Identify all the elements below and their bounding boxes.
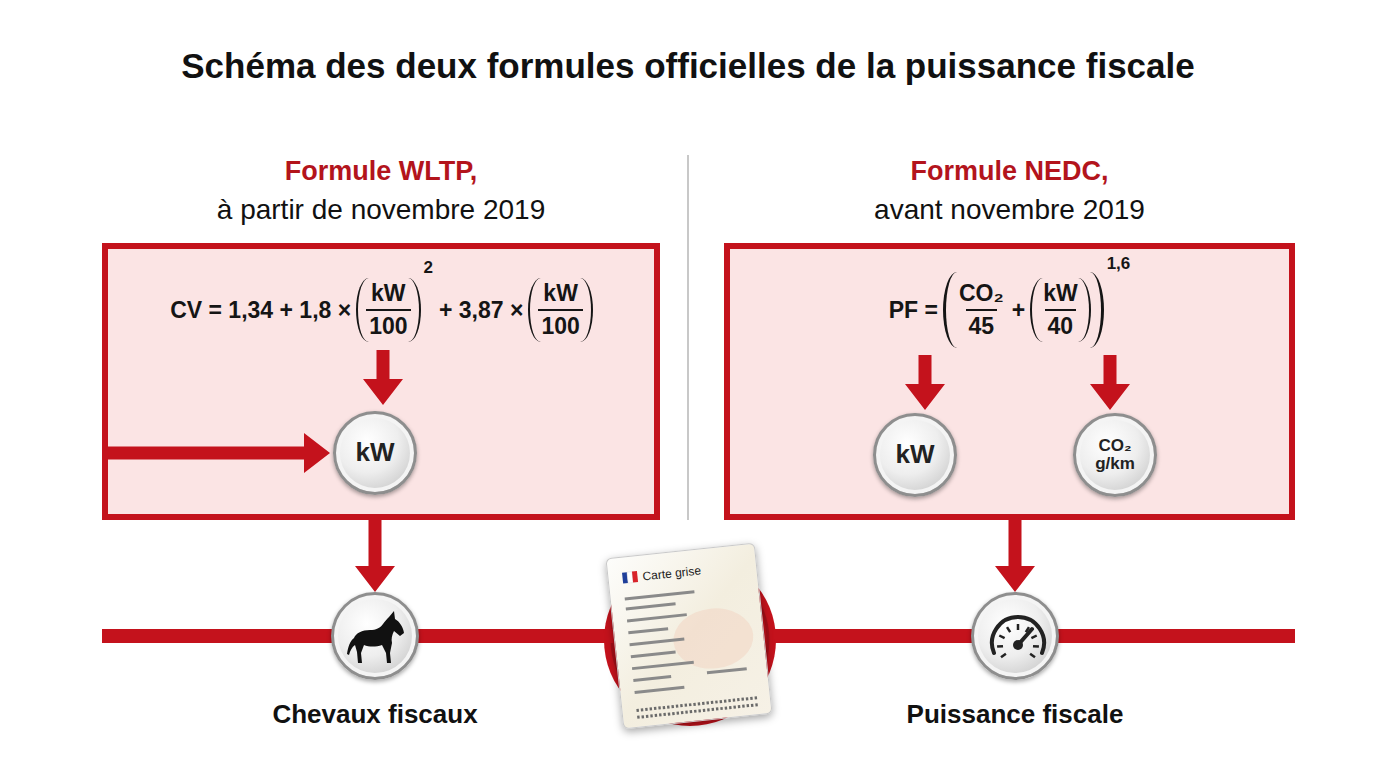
formula: CV = 1,34 + 1,8 ×kW1002+ 3,87 ×kW100 <box>102 262 660 358</box>
formula-parentheses: kW100 <box>528 278 592 342</box>
fraction-denominator: 45 <box>966 309 998 340</box>
gauge-icon <box>974 595 1062 683</box>
panel-frame <box>724 243 1295 520</box>
formula-parentheses: CO₂45+kW40 <box>943 272 1104 348</box>
formula-term: + <box>1012 297 1025 324</box>
panel-subheading: à partir de novembre 2019 <box>102 194 660 226</box>
fraction-numerator: kW <box>368 280 409 309</box>
formula-term: + 3,87 × <box>439 297 523 324</box>
formula-fraction: CO₂45 <box>956 280 1007 340</box>
panel-subheading: avant novembre 2019 <box>724 194 1295 226</box>
panel-arrow <box>905 355 945 410</box>
formula-panel: Formule NEDC, avant novembre 2019 kW CO₂ g/… <box>724 150 1295 520</box>
formula-exponent: 2 <box>424 258 433 278</box>
formula-fraction: kW100 <box>538 280 582 340</box>
result-circle: Puissance fiscale <box>971 592 1059 680</box>
result-label: Puissance fiscale <box>907 699 1124 730</box>
panel-arrow <box>363 350 403 405</box>
fraction-denominator: 100 <box>366 309 410 340</box>
fraction-denominator: 100 <box>538 309 582 340</box>
horse-icon <box>334 595 422 683</box>
input-circle: kW <box>333 411 417 495</box>
panel-arrow <box>102 433 330 473</box>
panel-heading: Formule NEDC, <box>724 156 1295 187</box>
panel-heading: Formule WLTP, <box>102 156 660 187</box>
formula-fraction: kW100 <box>366 280 410 340</box>
circle-label: kW <box>356 439 395 466</box>
divider-line <box>687 155 689 520</box>
formula: PF =CO₂45+kW401,6 <box>724 258 1295 362</box>
panel-arrow <box>1090 355 1130 410</box>
formula-term: CV = 1,34 + 1,8 × <box>170 297 351 324</box>
circle-label: CO₂ g/km <box>1089 437 1141 473</box>
card-title: Carte grise <box>642 563 702 583</box>
fraction-numerator: kW <box>540 280 581 309</box>
formula-parentheses: kW100 <box>356 278 420 342</box>
circle-label: kW <box>896 441 935 468</box>
connector <box>419 629 613 643</box>
fraction-denominator: 40 <box>1045 309 1077 340</box>
connector <box>995 520 1035 592</box>
result-label: Chevaux fiscaux <box>272 699 477 730</box>
formula-parentheses: kW40 <box>1030 278 1091 342</box>
connector <box>773 629 979 643</box>
formula-term: PF = <box>889 297 938 324</box>
result-circle: Chevaux fiscaux <box>331 592 419 680</box>
carte-grise-card: Carte grise <box>605 543 772 730</box>
connector <box>355 520 395 592</box>
formula-exponent: 1,6 <box>1107 254 1131 274</box>
fraction-numerator: kW <box>1040 280 1081 309</box>
formula-fraction: kW40 <box>1040 280 1081 340</box>
diagram-title: Schéma des deux formules officielles de … <box>0 46 1376 86</box>
input-circle: kW <box>873 413 957 497</box>
input-circle: CO₂ g/km <box>1073 413 1157 497</box>
fraction-numerator: CO₂ <box>956 280 1007 309</box>
